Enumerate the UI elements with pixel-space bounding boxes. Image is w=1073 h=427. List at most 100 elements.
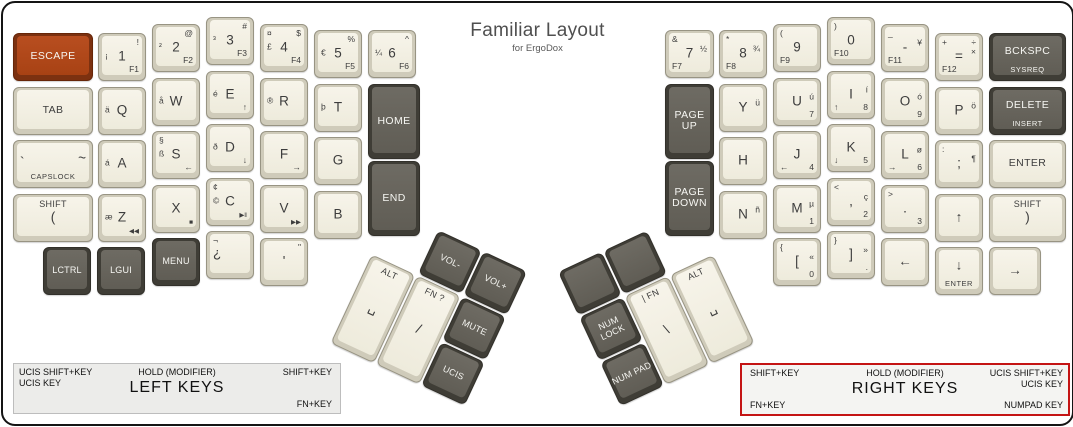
key-mute-label-c: MUTE [460,317,489,338]
key-numlock-label-c: NUM LOCK [596,314,627,343]
key-arrow-up[interactable]: ↑ [935,194,983,242]
key-g[interactable]: G [314,137,362,185]
key-p-label-r: ö [971,100,976,111]
key-rbracket-label-tl: } [834,235,837,245]
key-arrow-down-label-sub: ENTER [945,278,973,288]
legend-right-ucis-shift: UCIS SHIFT+KEY [989,368,1063,378]
key-comma-label-c: , [849,193,853,209]
key-comma-label-r: ç [863,191,868,202]
key-arrow-left[interactable]: ← [881,238,929,286]
key-lgui[interactable]: LGUI [97,247,145,295]
key-a-label-l: á [105,157,110,168]
key-8-label-tl: * [726,34,730,44]
key-4-label-l: £ [267,41,272,52]
key-minus[interactable]: _¥-F11 [881,24,929,72]
legend-right-title: RIGHT KEYS [851,380,959,397]
key-lbracket[interactable]: {«[0 [773,238,821,286]
key-period[interactable]: >.3 [881,185,929,233]
key-pagedown[interactable]: PAGE DOWN [665,161,714,236]
key-x[interactable]: X■ [152,185,200,233]
key-k-label-c: K [846,139,856,155]
key-b[interactable]: B [314,191,362,239]
key-v-label-br: ▶▶ [291,218,301,226]
layout-subtitle: for ErgoDox [512,43,563,54]
key-comma[interactable]: <ç,2 [827,178,875,226]
key-lctrl[interactable]: LCTRL [43,247,91,295]
key-equals-label-tr: ÷ [971,37,976,47]
key-lshift[interactable]: SHIFT( [13,194,93,242]
key-rshift[interactable]: SHIFT) [989,194,1066,242]
key-escape[interactable]: ESCAPE [13,33,93,81]
key-o-label-r: ó [917,91,922,102]
key-9-label-c: 9 [793,39,801,55]
key-numpad-label-c: NUM PAD [610,359,653,387]
key-v[interactable]: V▶▶ [260,185,308,233]
key-quote[interactable]: "' [260,238,308,286]
key-home[interactable]: HOME [368,84,420,159]
page-title: Familiar Layout for ErgoDox [3,20,1072,54]
key-enter[interactable]: ENTER [989,140,1066,188]
key-pageup[interactable]: PAGE UP [665,84,714,159]
key-tab[interactable]: TAB [13,87,93,135]
key-alt-space-left-label-hold: ALT [379,265,400,282]
key-s-label-br: ← [184,161,194,172]
key-r[interactable]: ®R [260,78,308,126]
key-semicolon-label-c: ; [957,155,961,171]
key-equals[interactable]: +÷×=F12 [935,33,983,81]
key-c-label-br: ▶‖ [239,211,247,219]
key-semicolon[interactable]: :¶; [935,140,983,188]
key-arrow-left-label-c: ← [898,253,912,269]
key-k[interactable]: K↓5 [827,124,875,172]
key-arrow-right[interactable]: → [989,247,1041,295]
key-quote-label-c: ' [282,253,286,269]
key-capslock[interactable]: `~CAPSLOCK [13,140,93,188]
key-h[interactable]: H [719,137,767,185]
key-end[interactable]: END [368,161,420,236]
key-menu[interactable]: MENU [152,238,200,286]
key-inverted-question[interactable]: ¬¿ [206,231,254,279]
key-equals-label-r: × [971,46,976,57]
legend-left-fn: FN+KEY [296,399,332,409]
key-f-label-br: → [292,161,302,172]
key-j[interactable]: J←4 [773,131,821,179]
key-rbracket[interactable]: }»]. [827,231,875,279]
key-equals-label-bl: F12 [942,63,957,74]
key-pagedown-label-c: PAGE DOWN [672,185,707,210]
key-f[interactable]: F→ [260,131,308,179]
key-c[interactable]: ¢©C▶‖ [206,178,254,226]
key-arrow-down[interactable]: ↓ENTER [935,247,983,295]
key-m-label-br: 1 [809,215,814,226]
key-j-label-br: 4 [809,161,814,172]
key-z-label-br: ◀◀ [129,227,139,235]
key-o-label-c: O [899,93,911,109]
